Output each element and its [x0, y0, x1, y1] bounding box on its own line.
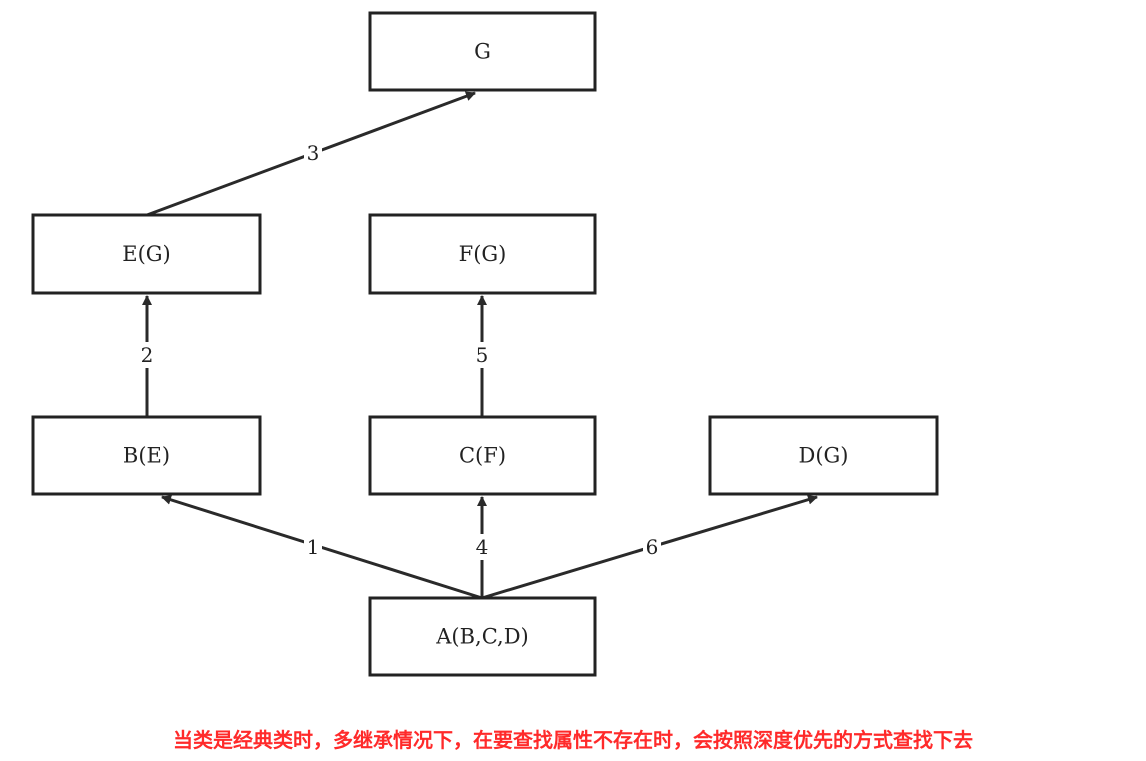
caption-text: 当类是经典类时，多继承情况下，在要查找属性不存在时，会按照深度优先的方式查找下去	[173, 728, 973, 752]
edge-label-background	[473, 534, 491, 560]
edge-c-to-f: 5	[473, 295, 491, 417]
edge-label-background	[304, 534, 322, 560]
node-label: G	[474, 40, 491, 64]
node-box	[31, 415, 262, 496]
node-label: C(F)	[459, 444, 506, 468]
class-node-b: B(E)	[31, 415, 262, 496]
class-node-d: D(G)	[708, 415, 939, 496]
edge-order-label: 3	[307, 141, 320, 165]
edge-label-background	[643, 534, 661, 560]
edge-label-background	[473, 342, 491, 368]
edge-a-to-c: 4	[473, 496, 491, 598]
node-label: B(E)	[123, 444, 170, 468]
edge-order-label: 6	[646, 535, 659, 559]
edge-order-label: 5	[476, 343, 489, 367]
edge-a-to-d: 6	[481, 494, 818, 600]
node-label: A(B,C,D)	[435, 625, 529, 649]
class-node-a: A(B,C,D)	[368, 596, 597, 677]
node-box	[368, 415, 597, 496]
node-label: E(G)	[122, 242, 171, 266]
class-node-c: C(F)	[368, 415, 597, 496]
class-node-f: F(G)	[368, 213, 597, 295]
node-box	[368, 596, 597, 677]
inheritance-diagram: 1 2 3 4 5 6 G E(G) F(G) B(E) C(F) D(G) A(B,C,D)	[31, 11, 939, 677]
edge-e-to-g: 3	[146, 91, 476, 217]
node-label: D(G)	[799, 444, 849, 468]
edge-order-label: 1	[307, 535, 320, 559]
edge-order-label: 2	[141, 343, 154, 367]
node-box	[31, 213, 262, 295]
node-box	[368, 11, 597, 92]
edge-a-to-b: 1	[161, 494, 483, 600]
node-box	[708, 415, 939, 496]
edges-layer: 1 2 3 4 5 6	[138, 91, 818, 600]
nodes-layer: G E(G) F(G) B(E) C(F) D(G) A(B,C,D)	[31, 11, 939, 677]
edge-label-background	[304, 140, 322, 166]
edge-b-to-e: 2	[138, 295, 156, 417]
edge-order-label: 4	[476, 535, 489, 559]
class-node-g: G	[368, 11, 597, 92]
edge-label-background	[138, 342, 156, 368]
node-box	[368, 213, 597, 295]
class-node-e: E(G)	[31, 213, 262, 295]
node-label: F(G)	[459, 242, 507, 266]
